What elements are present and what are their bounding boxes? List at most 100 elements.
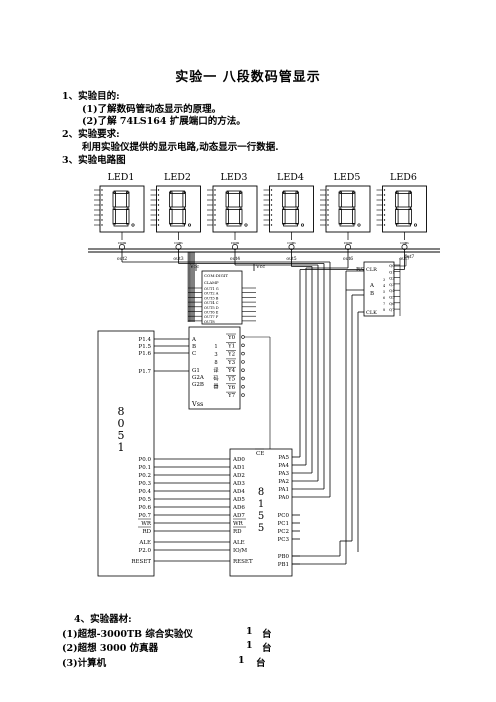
driver-header: COM:DIGIT [204, 273, 228, 278]
requirement-text: 利用实验仪提供的显示电路,动态显示一行数据. [82, 142, 279, 153]
ic8155-pin-RESET: RESET [233, 559, 253, 565]
equipment-qty-2: 1 [246, 640, 253, 651]
led-pin-dot [214, 189, 216, 191]
driver-clamp: CLAMP [204, 280, 219, 285]
mcu-pin-P1.7: P1.7 [139, 369, 152, 375]
decoder-label-char: 1 [214, 344, 217, 350]
mcu-bus-pin: P0.6 [139, 505, 152, 511]
equipment-qty-3: 1 [238, 655, 245, 666]
decoder-out-bubble [241, 343, 245, 347]
ic8155-pin-PB1: PB1 [278, 562, 289, 568]
led-common: com [344, 240, 353, 245]
led-label-2: LED2 [164, 172, 191, 183]
led-pin-dot [214, 194, 216, 196]
decoder-input-a: A [191, 337, 197, 343]
mcu-pin-P1.4: P1.4 [139, 337, 152, 343]
led-common: com [118, 240, 127, 245]
led-pin-dot [270, 219, 273, 221]
led-pin-dot [157, 204, 160, 206]
equipment-unit-2: 台 [262, 643, 272, 654]
led-2 [156, 185, 201, 233]
decoder-out-bubble [241, 368, 245, 372]
ic8155-pin-PC2: PC2 [278, 529, 289, 535]
ic164-pin-num: 6 [383, 296, 385, 300]
ic8155-ce: CE [256, 451, 264, 457]
led-segment [170, 222, 185, 227]
section-purpose: 1、实验目的: [62, 91, 120, 102]
mcu-bus-pin: P0.4 [139, 489, 152, 495]
ic8155-pin-PA1: PA1 [278, 487, 289, 493]
decoder-out-bubble [241, 335, 245, 339]
vcc-label-b: Vcc [255, 264, 265, 270]
led-pin-dot [383, 199, 386, 201]
ic164-out: Q4 [389, 288, 395, 293]
decoder-out-y7: Y7 [227, 393, 236, 399]
led-pin-dot [383, 224, 386, 226]
ic8155-label-char: 8 [258, 487, 264, 498]
led-pin-dot [270, 214, 273, 216]
led-pin-dot [157, 199, 160, 201]
mcu-bus-pin: P0.5 [139, 497, 152, 503]
led-segment [113, 206, 129, 210]
led-pin-dot [101, 204, 103, 206]
decoder-label-char: 码 [213, 374, 218, 382]
driver-row: OUT1 G [204, 287, 219, 291]
ic8155-pin-PA3: PA3 [278, 471, 289, 477]
led-pin-dot [327, 209, 329, 211]
ic8155-pin-AD0: AD0 [232, 457, 245, 463]
led-label-5: LED5 [334, 172, 361, 183]
decoder-out-bubble [241, 351, 245, 356]
ic164-pin-num: 4 [383, 284, 385, 288]
led-transistor [288, 244, 295, 250]
decoder-out-bubble [241, 376, 245, 381]
ic8155-pin-PC1: PC1 [278, 521, 289, 527]
led-pin-dot [383, 204, 386, 206]
led-3 [212, 185, 258, 233]
led-pin-dot [101, 194, 103, 196]
led-segment [226, 206, 242, 210]
led-segment [339, 206, 355, 210]
decoder-input-b: B [192, 344, 196, 350]
decoder-input-g2a: G2A [192, 375, 205, 381]
equipment-unit-1: 台 [262, 629, 272, 640]
ic8155-pin-ALE: ALE [232, 540, 245, 546]
ic8155-pin-PC3: PC3 [278, 537, 290, 543]
ic8155-pin-PA4: PA4 [278, 463, 289, 469]
ic8155-pin-AD3: AD3 [232, 481, 245, 487]
ic8155-pin-AD2: AD2 [232, 473, 245, 479]
led-4 [269, 185, 314, 233]
led-label-6: LED6 [390, 172, 417, 183]
led-pin-dot [214, 224, 216, 226]
led-pin-dot [383, 214, 386, 216]
mcu-pin-P1.5: P1.5 [139, 344, 152, 350]
driver-row: OUT4 C [204, 301, 219, 305]
led-transistor [119, 244, 125, 250]
led-transistor [175, 244, 182, 250]
led-pin-dot [101, 199, 103, 201]
led-dp [413, 223, 418, 227]
driver-row: OUT2 A [204, 292, 219, 296]
ic8155-pin-IO/M: IO/M [233, 548, 248, 554]
decoder-label-char: 3 [214, 352, 217, 358]
led-transistor [345, 244, 351, 250]
led-pin-dot [270, 224, 273, 226]
decoder-label-char: 译 [213, 366, 219, 374]
ic8155-pin-AD6: AD6 [232, 505, 245, 511]
led-segment [170, 206, 185, 210]
decoder-out-y2: Y2 [227, 352, 235, 358]
rst-label: RST [356, 267, 368, 273]
equipment-qty-1: 1 [246, 626, 253, 637]
mcu-8051 [97, 330, 155, 577]
led-transistor [232, 244, 238, 250]
ic164-out: Q3 [389, 282, 395, 287]
decoder-input-g2b: G2B [192, 382, 204, 388]
ic8155-pin-AD5: AD5 [232, 497, 245, 503]
equipment-item-2: (2)超想 3000 仿真器 [62, 643, 159, 654]
vss-label: Vss [191, 400, 203, 408]
ic8155-label-char: 5 [258, 511, 264, 522]
mcu-bus-pin: P0.1 [139, 465, 151, 471]
ic164-out: Q1 [389, 269, 395, 274]
led-dp [187, 223, 192, 227]
